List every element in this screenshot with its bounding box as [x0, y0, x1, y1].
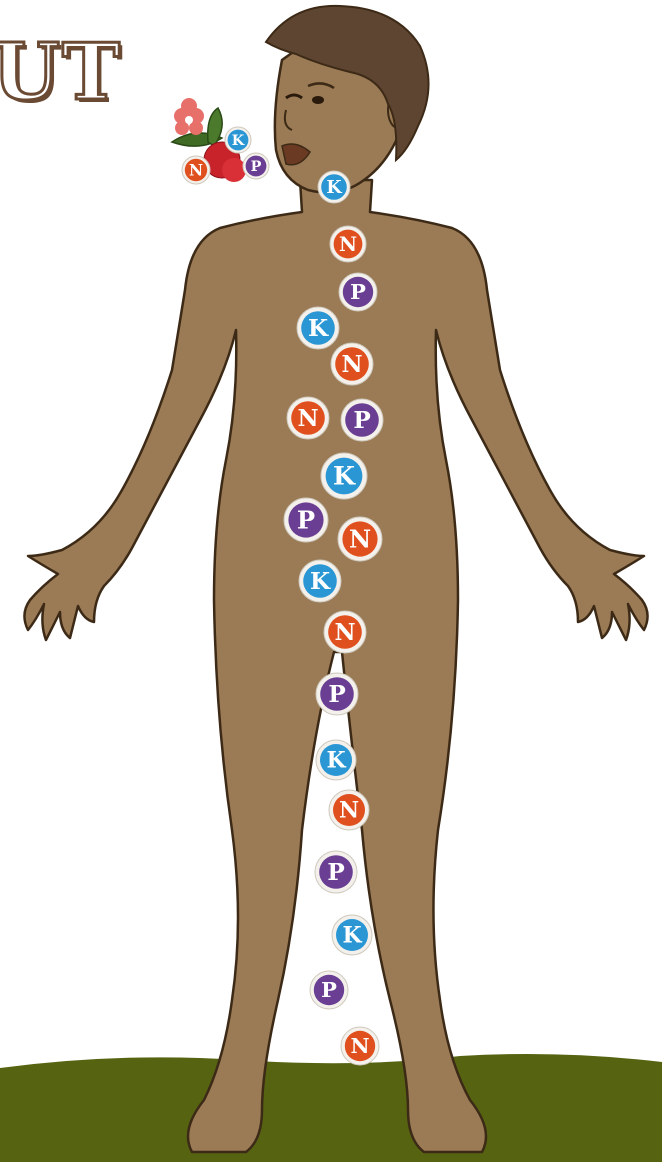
ground	[0, 1054, 662, 1162]
nitrogen-badge: N	[330, 226, 366, 262]
eye-right	[312, 96, 324, 104]
potassium-badge: K	[318, 171, 350, 203]
berry-icon	[222, 158, 246, 182]
nitrogen-badge: N	[341, 1027, 379, 1065]
nitrogen-badge: N	[331, 343, 373, 385]
phosphorus-badge: P	[284, 498, 328, 542]
potassium-badge: K	[297, 307, 339, 349]
potassium-badge: K	[321, 453, 367, 499]
phosphorus-badge: P	[339, 273, 377, 311]
phosphorus-badge: P	[316, 673, 358, 715]
potassium-badge: K	[299, 560, 341, 602]
nitrogen-badge: N	[324, 611, 366, 653]
potassium-badge: K	[332, 915, 372, 955]
phosphorus-badge: P	[315, 851, 357, 893]
leaf-icon	[208, 108, 222, 146]
nitrogen-badge: N	[182, 156, 210, 184]
potassium-badge: K	[225, 127, 251, 153]
nitrogen-badge: N	[338, 517, 382, 561]
nitrogen-badge: N	[329, 790, 369, 830]
flower-icon	[174, 98, 204, 135]
phosphorus-badge: P	[243, 153, 269, 179]
phosphorus-badge: P	[310, 971, 348, 1009]
potassium-badge: K	[316, 740, 356, 780]
phosphorus-badge: P	[341, 399, 383, 441]
nitrogen-badge: N	[287, 397, 329, 439]
